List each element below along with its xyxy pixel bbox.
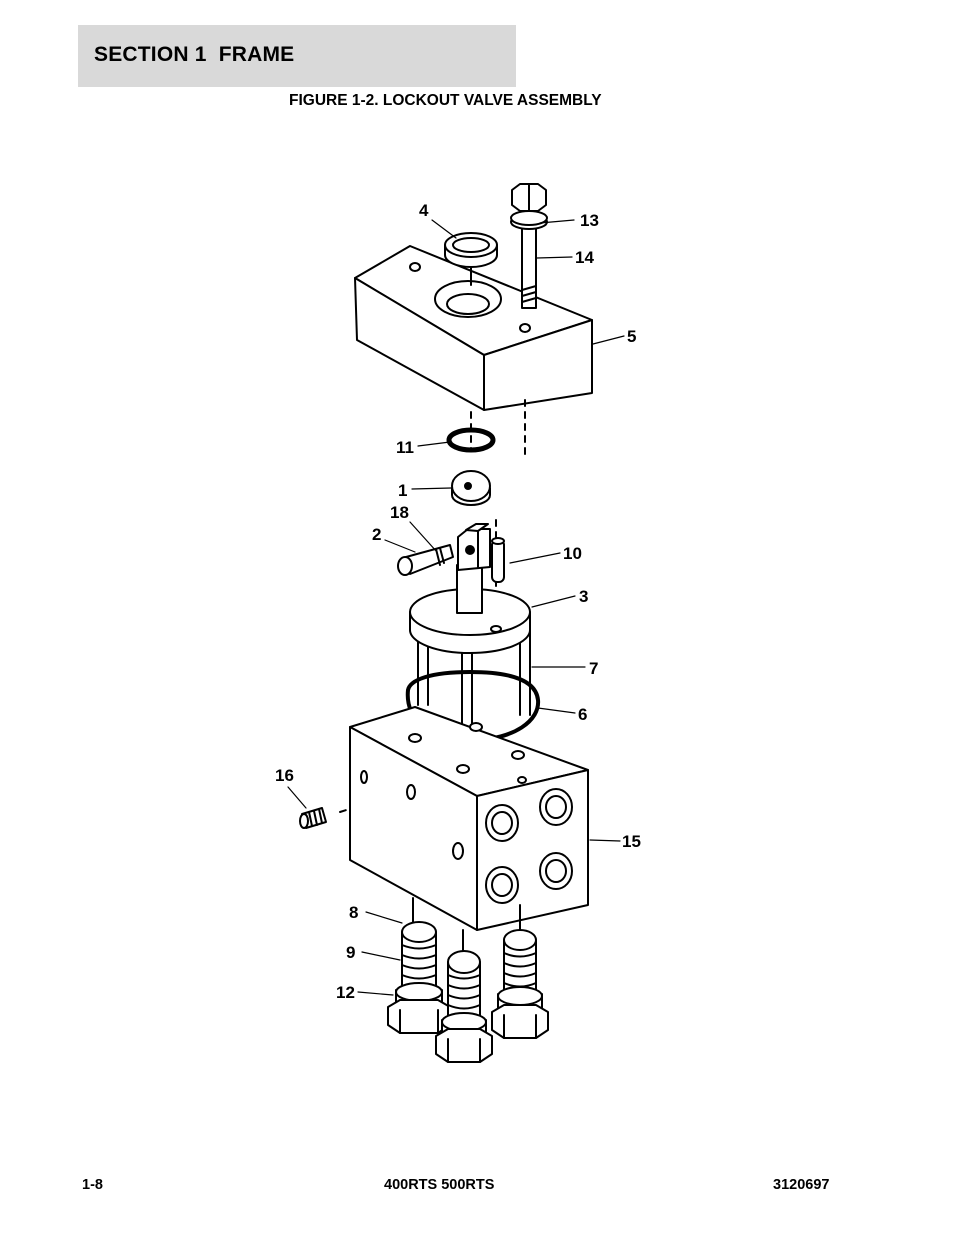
bolt-assembly <box>510 183 548 309</box>
callout-15: 15 <box>622 832 641 851</box>
callout-13: 13 <box>580 211 599 230</box>
seal-bushing <box>444 232 498 286</box>
callout-7: 7 <box>589 659 598 678</box>
model-name: 400RTS 500RTS <box>384 1177 495 1193</box>
callout-6: 6 <box>578 705 587 724</box>
figure-title: FIGURE 1-2. LOCKOUT VALVE ASSEMBLY <box>289 92 602 109</box>
valve-body <box>349 706 589 931</box>
callout-8: 8 <box>349 903 358 922</box>
callout-14: 14 <box>575 248 594 267</box>
top-cover-block <box>354 245 593 411</box>
callout-11: 11 <box>396 438 414 457</box>
check-valve-center <box>435 929 493 1063</box>
o-ring-upper <box>446 427 496 453</box>
callout-16: 16 <box>275 766 294 785</box>
callout-4: 4 <box>419 201 429 220</box>
callout-12: 12 <box>336 983 355 1002</box>
leader-lines <box>287 219 625 996</box>
check-valve-left <box>387 897 451 1034</box>
callout-1: 1 <box>398 481 407 500</box>
callout-5: 5 <box>627 327 636 346</box>
callout-10: 10 <box>563 544 582 563</box>
section-header: SECTION 1 FRAME <box>78 25 516 87</box>
shaft-clevis <box>397 523 505 614</box>
check-valve-right <box>491 904 549 1039</box>
callout-3: 3 <box>579 587 588 606</box>
page-number: 1-8 <box>82 1177 103 1193</box>
callout-9: 9 <box>346 943 355 962</box>
callout-18: 18 <box>390 503 409 522</box>
section-title: SECTION 1 FRAME <box>94 43 295 66</box>
document-number: 3120697 <box>773 1177 830 1193</box>
callout-2: 2 <box>372 525 381 544</box>
disc <box>451 470 491 506</box>
set-screw <box>299 807 327 829</box>
